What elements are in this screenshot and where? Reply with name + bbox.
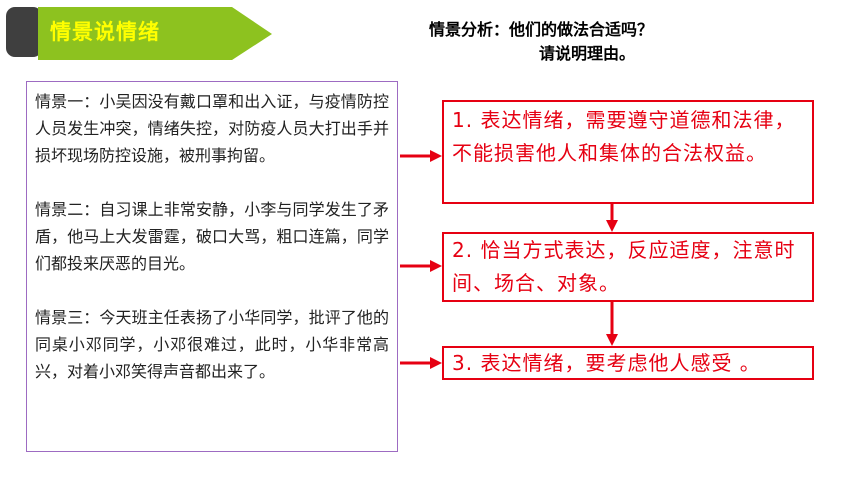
scenario-2: 情景二：自习课上非常安静，小李与同学发生了矛盾，他马上大发雷霆，破口大骂，粗口连… <box>35 200 389 273</box>
question-line-1: 情景分析：他们的做法合适吗？ <box>429 20 654 39</box>
scenario-1: 情景一：小吴因没有戴口罩和出入证，与疫情防控人员发生冲突，情绪失控，对防疫人员大… <box>35 92 389 165</box>
point-box-3: 3. 表达情绪，要考虑他人感受 。 <box>442 346 814 380</box>
title-banner: 情景说情绪 <box>0 0 280 62</box>
question-line-2: 请说明理由。 <box>539 44 636 63</box>
banner-shape <box>6 7 272 60</box>
arrow-point-1-to-point-2 <box>606 204 618 232</box>
page-title: 情景说情绪 <box>50 20 160 44</box>
arrow-point-2-to-point-3 <box>606 302 618 346</box>
point-box-1: 1. 表达情绪，需要遵守道德和法律，不能损害他人和集体的合法权益。 <box>442 100 814 204</box>
analysis-question: 情景分析：他们的做法合适吗？ 请说明理由。 <box>429 18 653 66</box>
scenario-panel: 情景一：小吴因没有戴口罩和出入证，与疫情防控人员发生冲突，情绪失控，对防疫人员大… <box>26 81 398 452</box>
arrow-scenario-to-point-3 <box>400 357 442 369</box>
arrow-scenario-to-point-1 <box>400 150 442 162</box>
point-box-2: 2. 恰当方式表达，反应适度，注意时间、场合、对象。 <box>442 232 814 302</box>
arrow-scenario-to-point-2 <box>400 260 442 272</box>
scenario-3: 情景三：今天班主任表扬了小华同学，批评了他的同桌小邓同学，小邓很难过，此时，小华… <box>35 308 389 381</box>
